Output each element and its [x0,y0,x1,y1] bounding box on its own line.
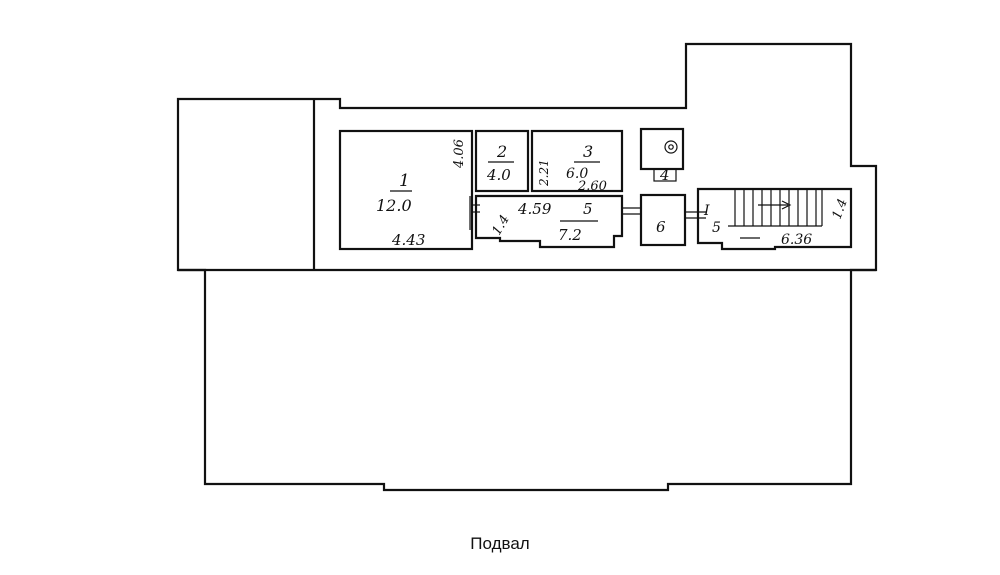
room-1-number: 1 [399,171,410,191]
room-5 [474,194,624,249]
room-5-area: 7.2 [558,226,582,244]
toilet-icon [664,140,678,154]
room-7 [696,187,853,251]
room-5-length: 4.59 [517,200,552,218]
room-7-number: I [703,203,710,219]
room-3-side: 2.21 [537,159,551,187]
room-7-side: 1.4 [830,197,851,222]
room-6 [639,193,687,247]
room-1-height: 4.06 [452,139,467,169]
room-7-area: 5 [712,220,721,236]
plan-caption: Подвал [470,534,530,553]
room-7-length: 6.36 [781,232,812,248]
room-1-area: 12.0 [376,196,412,215]
room-3-length: 2.60 [577,179,607,194]
room-6-number: 6 [656,218,666,236]
staircase [728,189,823,227]
room-3 [530,129,624,193]
room-1 [338,129,474,251]
room-2-number: 2 [496,142,507,161]
room-2-area: 4.0 [486,166,511,184]
room-1-width: 4.43 [391,231,425,249]
room-5-side: 1.4 [489,213,512,238]
room-3-number: 3 [583,142,593,161]
room-3-area: 6.0 [566,166,588,182]
room-5-number: 5 [583,200,593,218]
room-4-number: 4 [659,166,670,184]
building-outline [176,42,878,492]
room-2 [474,129,530,193]
